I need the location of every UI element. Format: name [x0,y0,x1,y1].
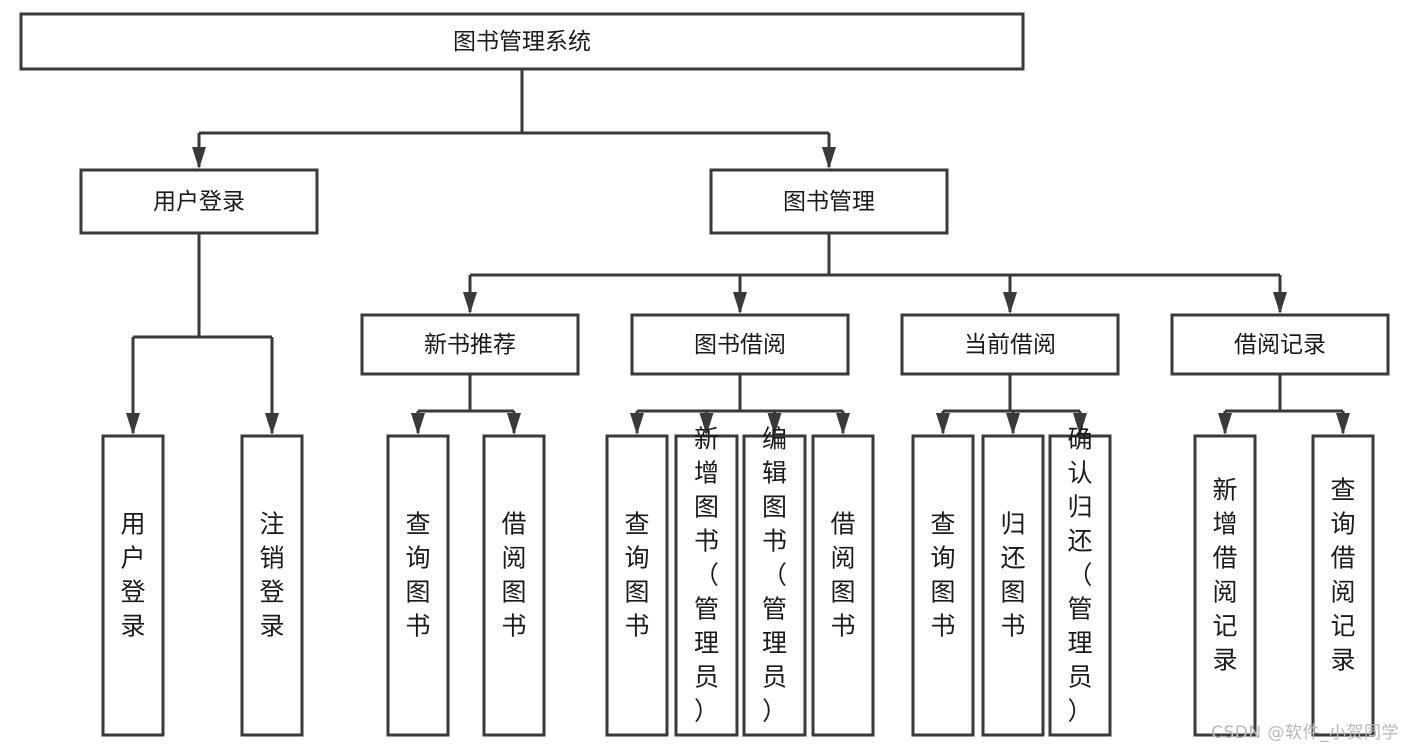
level3-node[interactable]: 当前借阅 [900,313,1120,376]
leaf-node[interactable]: 借阅图书 [811,434,875,737]
leaf-box[interactable] [1311,434,1375,737]
arrow-head [1003,292,1017,314]
leaf-node[interactable]: 注销登录 [240,434,304,737]
node-label: 借阅记录 [1234,332,1326,358]
arrow-head [1073,413,1087,435]
node-label: 用户登录 [153,189,245,215]
arrow-head [836,413,850,435]
root-node[interactable]: 图书管理系统 [19,12,1025,71]
leaf-box[interactable] [811,434,875,737]
leaf-node[interactable]: 确认归还（管理员） [1048,425,1112,737]
leaf-node[interactable]: 编辑图书（管理员） [742,425,807,737]
leaf-box[interactable] [386,434,450,737]
leaf-node[interactable]: 用户登录 [101,434,165,737]
leaf-node[interactable]: 查询图书 [605,434,669,737]
node-label: 新书推荐 [424,332,516,358]
node-label: 当前借阅 [964,332,1056,358]
leaf-label: 新增借阅记录 [1212,476,1237,675]
leaf-label: 查询图书 [624,510,649,641]
leaf-label: 确认归还（管理员） [1067,425,1092,726]
node-label: 图书管理系统 [453,29,591,55]
arrow-head [936,413,950,435]
leaf-node[interactable]: 新增图书（管理员） [674,425,739,737]
node-box[interactable] [630,313,850,376]
node-box[interactable] [360,313,580,376]
leaf-label: 借阅图书 [830,510,855,641]
node-box[interactable] [1170,313,1390,376]
arrow-head [733,292,747,314]
leaf-node[interactable]: 查询图书 [386,434,450,737]
arrow-head [1218,413,1232,435]
node-box[interactable] [79,168,319,235]
arrow-head [1006,413,1020,435]
leaf-box[interactable] [482,434,546,737]
leaf-box[interactable] [240,434,304,737]
arrow-head [1336,413,1350,435]
node-box[interactable] [19,12,1025,71]
leaf-box[interactable] [674,434,739,737]
arrow-head [767,413,782,435]
leaf-label: 注销登录 [259,510,284,641]
leaf-box[interactable] [1193,434,1257,737]
arrow-head [463,292,477,314]
arrow-head [192,147,206,169]
arrow-head [699,413,714,435]
level3-node[interactable]: 图书借阅 [630,313,850,376]
leaf-node[interactable]: 归还图书 [981,434,1045,737]
node-label: 图书管理 [783,189,875,215]
leaf-label: 借阅图书 [501,510,526,641]
leaf-box[interactable] [742,434,807,737]
leaf-box[interactable] [605,434,669,737]
level3-node[interactable]: 借阅记录 [1170,313,1390,376]
leaf-node[interactable]: 新增借阅记录 [1193,434,1257,737]
leaf-node[interactable]: 借阅图书 [482,434,546,737]
leaf-node[interactable]: 查询图书 [911,434,975,737]
leaf-label: 查询借阅记录 [1330,476,1355,675]
level2-node[interactable]: 用户登录 [79,168,319,235]
node-box[interactable] [709,168,949,235]
leaf-box[interactable] [101,434,165,737]
leaf-label: 用户登录 [120,510,145,641]
leaf-node[interactable]: 查询借阅记录 [1311,434,1375,737]
csdn-watermark: CSDN @软件_小贺同学 [1211,723,1399,743]
leaf-box[interactable] [911,434,975,737]
arrow-head [507,413,521,435]
arrow-head [265,413,279,435]
leaf-box[interactable] [981,434,1045,737]
arrow-head [630,413,644,435]
arrow-head [411,413,425,435]
leaf-label: 新增图书（管理员） [694,425,719,726]
level2-node[interactable]: 图书管理 [709,168,949,235]
leaf-label: 查询图书 [930,510,955,641]
node-label: 图书借阅 [694,332,786,358]
leaf-label: 查询图书 [405,510,430,641]
arrow-head [822,147,836,169]
leaf-label: 归还图书 [1000,510,1025,641]
level3-node[interactable]: 新书推荐 [360,313,580,376]
node-box[interactable] [900,313,1120,376]
edges-layer [126,69,1350,435]
arrow-head [1273,292,1287,314]
nodes-layer: 图书管理系统用户登录图书管理新书推荐图书借阅当前借阅借阅记录用户登录注销登录查询… [19,12,1390,737]
leaf-label: 编辑图书（管理员） [762,425,787,726]
leaf-box[interactable] [1048,434,1112,737]
arrow-head [126,413,140,435]
